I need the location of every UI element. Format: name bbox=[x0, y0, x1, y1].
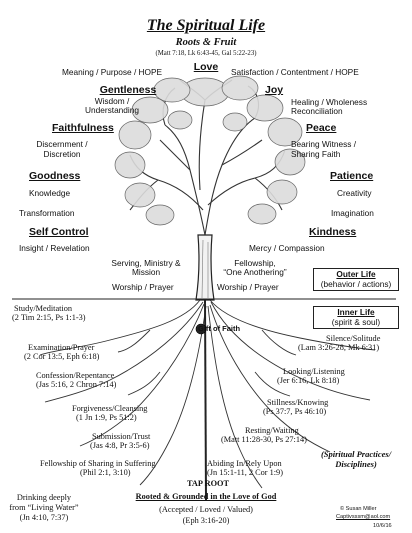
trunk-right-line-2: “One Anothering” bbox=[223, 267, 287, 277]
root-left-5-ref: (Jas 4:8, Pr 3:5-6) bbox=[90, 441, 150, 450]
tree-foliage bbox=[114, 75, 306, 226]
virtue-gentleness: Gentleness bbox=[99, 84, 157, 96]
outer-life-box: Outer Life (behavior / actions) bbox=[313, 268, 399, 292]
root-right-5-name: Abiding In/Rely Upon bbox=[207, 459, 282, 468]
tap-root-label: TAP ROOT bbox=[187, 479, 230, 488]
self-control-line-1: Insight / Revelation bbox=[19, 243, 90, 253]
root-right-3-name: Stillness/Knowing bbox=[267, 398, 329, 407]
peace-line-2: Sharing Faith bbox=[291, 149, 341, 159]
faithfulness-line-2: Discretion bbox=[43, 149, 81, 159]
spiritual-practices-line-1: (Spiritual Practices/ bbox=[320, 449, 392, 459]
trunk-right-line-1: Fellowship, bbox=[234, 258, 276, 268]
worship-left: Worship / Prayer bbox=[112, 282, 174, 292]
inner-life-heading: Inner Life bbox=[337, 307, 375, 317]
rooted-line-1: Rooted & Grounded in the Love of God bbox=[135, 492, 277, 501]
root-left-2-name: Examination/Prayer bbox=[28, 343, 95, 352]
rooted-line-2: (Accepted / Loved / Valued) bbox=[159, 505, 253, 514]
page-title: The Spiritual Life bbox=[146, 17, 266, 34]
root-right-5-ref: (Jn 15:1-11, 2 Cor 1:9) bbox=[207, 468, 283, 477]
credit-date: 10/6/16 bbox=[373, 523, 392, 529]
root-right-3-ref: (Ps 37:7, Ps 46:10) bbox=[263, 407, 327, 416]
root-left-1-ref: (2 Tim 2:15, Ps 1:1-3) bbox=[12, 313, 86, 322]
root-left-5-name: Submission/Trust bbox=[92, 432, 151, 441]
root-left-3-name: Confession/Repentance bbox=[36, 371, 115, 380]
root-right-2-name: Looking/Listening bbox=[283, 367, 345, 376]
root-right-4-name: Resting/Waiting bbox=[245, 426, 299, 435]
virtue-love: Love bbox=[193, 61, 219, 73]
faithfulness-line-1: Discernment / bbox=[36, 139, 88, 149]
root-left-6-ref: (Phil 2:1, 3:10) bbox=[80, 468, 131, 477]
gift-of-faith-label: Gift of Faith bbox=[198, 324, 241, 333]
root-right-4-ref: (Matt 11:28-30, Ps 27:14) bbox=[221, 435, 307, 444]
inner-life-box: Inner Life (spirit & soul) bbox=[313, 306, 399, 330]
virtue-goodness: Goodness bbox=[29, 170, 81, 182]
root-left-4-ref: (1 Jn 1:9, Ps 51:2) bbox=[76, 413, 137, 422]
root-left-1-name: Study/Meditation bbox=[14, 304, 73, 313]
root-right-1-name: Silence/Solitude bbox=[326, 334, 381, 343]
credit-name: © Susan Miller bbox=[340, 506, 377, 512]
gift-of-faith-seed bbox=[195, 323, 207, 335]
goodness-line-2: Transformation bbox=[19, 208, 75, 218]
gentleness-line-1: Wisdom / bbox=[94, 96, 130, 106]
gentleness-line-2: Understanding bbox=[85, 105, 139, 115]
trunk-left-line-1: Serving, Ministry & bbox=[111, 258, 181, 268]
drinking-line-1: Drinking deeply bbox=[16, 493, 72, 502]
root-left-2-ref: (2 Cor 13:5, Eph 6:18) bbox=[24, 352, 100, 361]
love-left-text: Meaning / Purpose / HOPE bbox=[62, 67, 163, 77]
patience-line-2: Imagination bbox=[331, 208, 374, 218]
rooted-line-3: (Eph 3:16-20) bbox=[182, 516, 230, 525]
root-left-4-name: Forgiveness/Cleansing bbox=[72, 404, 148, 413]
joy-line-2: Reconciliation bbox=[291, 106, 343, 116]
root-left-6-name: Fellowship of Sharing in Suffering bbox=[40, 459, 156, 468]
tree-roots bbox=[39, 299, 376, 489]
patience-line-1: Creativity bbox=[337, 188, 372, 198]
trunk-left-line-2: Mission bbox=[131, 267, 161, 277]
worship-right: Worship / Prayer bbox=[217, 282, 279, 292]
virtue-self-control: Self Control bbox=[29, 226, 89, 238]
kindness-line-1: Mercy / Compassion bbox=[249, 243, 325, 253]
root-right-1-ref: (Lam 3:26-28, Mk 6:31) bbox=[298, 343, 380, 352]
virtue-peace: Peace bbox=[306, 122, 337, 134]
virtue-joy: Joy bbox=[265, 84, 284, 96]
joy-line-1: Healing / Wholeness bbox=[291, 97, 368, 107]
goodness-line-1: Knowledge bbox=[29, 188, 71, 198]
virtue-faithfulness: Faithfulness bbox=[52, 122, 114, 134]
scripture-reference: (Matt 7:18, Lk 6:43-45, Gal 5:22-23) bbox=[155, 50, 257, 57]
page-subtitle: Roots & Fruit bbox=[175, 37, 237, 48]
inner-life-sub: (spirit & soul) bbox=[331, 316, 381, 327]
root-left-3-ref: (Jas 5:16, 2 Chron 7:14) bbox=[36, 380, 117, 389]
outer-life-heading: Outer Life bbox=[336, 269, 376, 279]
drinking-line-3: (Jn 4:10, 7:37) bbox=[19, 513, 69, 522]
peace-line-1: Bearing Witness / bbox=[291, 139, 357, 149]
outer-life-sub: (behavior / actions) bbox=[320, 278, 392, 289]
credit-email: Captivsssm@aol.com bbox=[336, 514, 391, 520]
virtue-kindness: Kindness bbox=[309, 226, 357, 238]
love-right-text: Satisfaction / Contentment / HOPE bbox=[231, 67, 359, 77]
drinking-line-2: from “Living Water” bbox=[9, 503, 79, 512]
spiritual-practices-line-2: Disciplines) bbox=[335, 459, 377, 469]
root-right-2-ref: (Jer 6:16, Lk 8:18) bbox=[277, 376, 340, 385]
virtue-patience: Patience bbox=[330, 170, 374, 182]
tree-trunk bbox=[195, 234, 215, 301]
